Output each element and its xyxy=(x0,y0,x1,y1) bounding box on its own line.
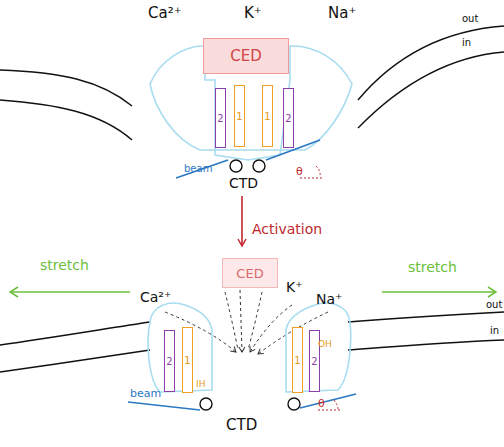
node-text: 1 xyxy=(236,111,242,122)
node-text: CED xyxy=(230,47,262,65)
ctd-circle xyxy=(288,398,300,410)
protein-outline xyxy=(150,46,352,160)
activation-label: Activation xyxy=(252,222,322,236)
membrane-side-label: out xyxy=(462,14,478,24)
angle-mark xyxy=(300,166,322,178)
ion-flow-arrow xyxy=(165,312,236,352)
ion-flow-arrow xyxy=(225,292,238,350)
beam-line xyxy=(176,160,228,178)
ced-box: CED xyxy=(222,258,278,288)
ced-box: CED xyxy=(203,38,289,74)
stretch-arrow xyxy=(382,291,496,293)
protein-outline xyxy=(148,303,212,392)
stretch-arrow xyxy=(10,291,130,293)
node-text: 1 xyxy=(264,111,270,122)
membrane-line xyxy=(358,52,504,128)
ctd-label: CTD xyxy=(229,176,258,190)
ctd-circle xyxy=(200,398,212,410)
angle-label: θ xyxy=(318,398,325,409)
membrane-side-label: in xyxy=(490,326,499,336)
helix-label: IH xyxy=(196,380,205,389)
ion-label: Ca²⁺ xyxy=(148,6,182,21)
ctd-label: CTD xyxy=(226,418,257,433)
beam-line xyxy=(128,402,200,410)
node-text: 2 xyxy=(311,356,317,367)
ion-label: K⁺ xyxy=(244,6,262,21)
beam-label: beam xyxy=(184,164,212,174)
node-text: 2 xyxy=(166,356,172,367)
helix-box: 2 xyxy=(283,88,294,148)
ctd-circle xyxy=(230,160,242,172)
helix-box: 1 xyxy=(234,85,245,147)
membrane-line xyxy=(0,350,150,372)
helix-box: 2 xyxy=(215,88,226,148)
angle-label: θ xyxy=(296,166,303,177)
membrane-side-label: out xyxy=(486,300,502,310)
membrane-line xyxy=(0,70,132,106)
helix-box: 2 xyxy=(164,330,175,392)
helix-box: 1 xyxy=(182,327,193,393)
ion-label: Na⁺ xyxy=(316,292,342,306)
node-text: 2 xyxy=(217,113,223,124)
helix-box: 1 xyxy=(262,85,273,147)
membrane-line xyxy=(358,26,504,100)
helix-box: 1 xyxy=(292,327,303,393)
stretch-label: stretch xyxy=(40,258,89,272)
node-text: 1 xyxy=(184,355,190,366)
ion-flow-arrow xyxy=(248,292,262,350)
membrane-line xyxy=(348,312,504,322)
ion-label: Na⁺ xyxy=(328,6,356,21)
node-text: CED xyxy=(236,266,263,281)
beam-line xyxy=(300,394,356,408)
membrane-line xyxy=(0,100,132,140)
node-text: 1 xyxy=(294,355,300,366)
membrane-side-label: in xyxy=(462,38,471,48)
ion-label: Ca²⁺ xyxy=(140,290,171,304)
ion-flow-arrow xyxy=(240,290,242,352)
protein-outline xyxy=(286,303,351,392)
helix-label: OH xyxy=(318,340,332,349)
beam-label: beam xyxy=(130,388,161,399)
activation-arrow xyxy=(241,196,243,246)
ion-label: K⁺ xyxy=(286,280,303,294)
membrane-line xyxy=(0,322,150,345)
node-text: 2 xyxy=(285,113,291,124)
stretch-label: stretch xyxy=(408,260,457,274)
ctd-circle xyxy=(253,160,265,172)
membrane-line xyxy=(348,340,504,350)
